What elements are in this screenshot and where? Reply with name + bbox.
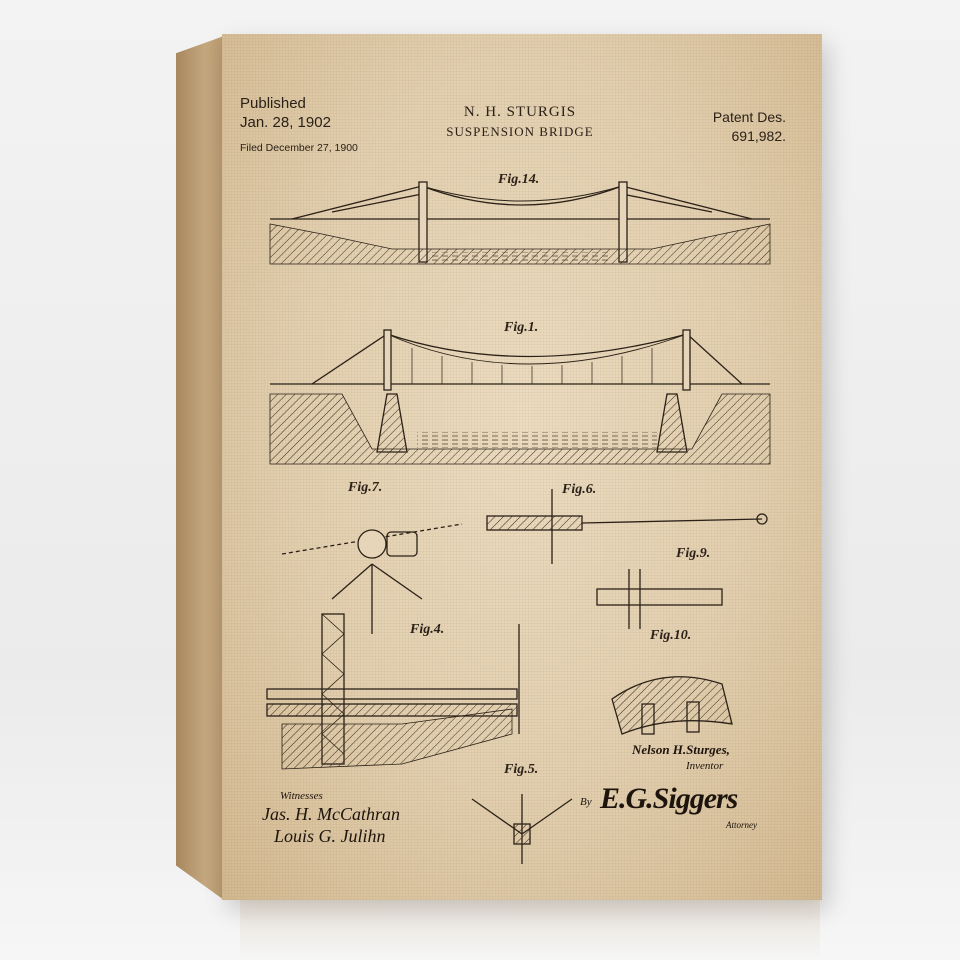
canvas-side-edge xyxy=(176,36,224,900)
inventor-name: N. H. STURGIS xyxy=(463,104,577,120)
published-label: Published xyxy=(240,95,306,112)
fig6-drawing xyxy=(486,489,768,564)
inventor-role: Inventor xyxy=(686,760,724,772)
attorney-role: Attorney xyxy=(726,820,757,830)
witness-signature-2: Louis G. Julihn xyxy=(274,826,386,846)
fig10-label: Fig.10. xyxy=(650,628,692,643)
published-date: Jan. 28, 1902 xyxy=(240,114,331,131)
by-label: By xyxy=(580,796,592,808)
witness-signature-1: Jas. H. McCathran xyxy=(262,804,400,824)
patent-drawings xyxy=(266,181,771,864)
fig14-drawing xyxy=(269,181,771,265)
invention-title: SUSPENSION BRIDGE xyxy=(446,124,594,139)
patent-number: 691,982. xyxy=(731,128,787,144)
patent-title-block: N. H. STURGIS SUSPENSION BRIDGE xyxy=(420,102,620,142)
fig7-drawing xyxy=(281,523,463,634)
fig5-label: Fig.5. xyxy=(504,762,539,777)
filed-date: Filed December 27, 1900 xyxy=(240,142,358,154)
inventor-signature: Nelson H.Sturges, xyxy=(632,742,730,757)
fig7-label: Fig.7. xyxy=(348,480,383,495)
fig1-drawing xyxy=(269,329,771,465)
fig1-label: Fig.1. xyxy=(504,320,539,335)
fig10-drawing xyxy=(611,676,733,735)
fig6-label: Fig.6. xyxy=(562,482,597,497)
patent-label: Patent Des. xyxy=(712,109,786,125)
fig9-label: Fig.9. xyxy=(676,546,711,561)
witnesses-label: Witnesses xyxy=(280,790,323,802)
fig5-drawing xyxy=(471,794,573,864)
fig14-label: Fig.14. xyxy=(498,172,540,187)
fig4-label: Fig.4. xyxy=(410,622,445,637)
fig4-drawing xyxy=(266,613,520,770)
published-block: Published Jan. 28, 1902 xyxy=(240,94,331,132)
patent-number-block: Patent Des. 691,982. xyxy=(700,108,786,146)
attorney-signature: E.G.Siggers xyxy=(600,782,738,815)
fig9-drawing xyxy=(596,569,723,629)
floor-reflection xyxy=(240,900,820,960)
